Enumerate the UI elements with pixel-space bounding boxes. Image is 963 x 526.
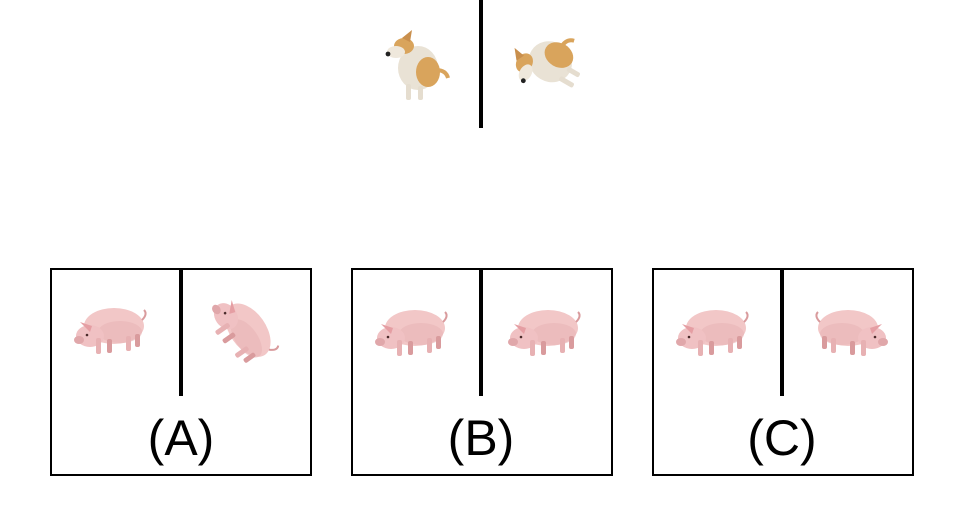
option-c-right-pig-icon: [815, 309, 889, 357]
option-b[interactable]: (B): [351, 268, 613, 476]
example-left-dog-icon: [383, 28, 450, 102]
option-c[interactable]: (C): [652, 268, 914, 476]
option-b-right-pig-icon: [507, 309, 581, 357]
option-a[interactable]: (A): [50, 268, 312, 476]
option-a-left-pig-icon: [73, 307, 147, 355]
option-c-label: (C): [747, 410, 816, 466]
option-a-right-pig-icon: [201, 286, 282, 374]
option-b-left-pig-icon: [374, 309, 448, 357]
example-pair: [383, 0, 596, 128]
option-c-left-pig-icon: [675, 309, 749, 357]
option-a-label: (A): [148, 410, 215, 466]
example-right-dog-icon: [499, 14, 596, 108]
option-b-label: (B): [448, 410, 515, 466]
